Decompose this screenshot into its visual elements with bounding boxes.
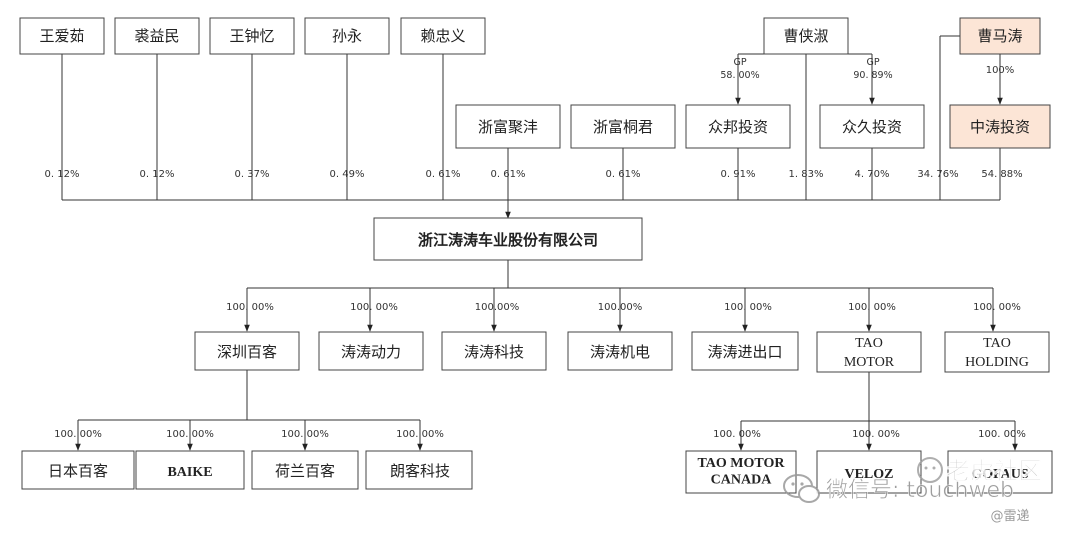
shareholder-name: 王爱茹 xyxy=(39,27,84,45)
watermark-text: 微信号: touchweb xyxy=(826,478,1014,503)
subsidiary-box xyxy=(691,331,799,371)
entity-box xyxy=(819,104,925,149)
percent-label: 100. 00% xyxy=(713,429,761,440)
percent-label: 100% xyxy=(986,65,1015,76)
shareholder-box-highlight xyxy=(959,17,1041,55)
entity-box xyxy=(570,104,676,149)
entity-name: 众邦投资 xyxy=(708,118,768,136)
label-line: TAO MOTOR xyxy=(698,456,786,471)
percent-label: 100. 00% xyxy=(396,429,444,440)
label-line: CANADA xyxy=(711,473,773,488)
shareholder-name: 孙永 xyxy=(332,27,362,45)
company-box xyxy=(373,217,643,261)
sub-subsidiary-box xyxy=(21,450,135,490)
label-line: TAO xyxy=(855,336,883,351)
sub-subsidiary-box xyxy=(685,450,797,494)
sub-subsidiary-name-multiline: TAO MOTOR CANADA xyxy=(698,456,786,488)
entity-name: 浙富聚沣 xyxy=(478,118,538,136)
entity-name: 中涛投资 xyxy=(970,118,1030,136)
percent-label: 100. 00% xyxy=(978,429,1026,440)
subsidiary-name-multiline: TAO MOTOR xyxy=(844,336,895,370)
watermark-corner: @雷递 xyxy=(990,509,1029,524)
subsidiary-box xyxy=(944,331,1050,373)
percent-label: 0. 49% xyxy=(330,169,365,180)
percent-label: 100. 00% xyxy=(848,302,896,313)
percent-label: 100. 00% xyxy=(350,302,398,313)
sub-subsidiary-name: 荷兰百客 xyxy=(275,462,335,480)
percent-label: 34. 76% xyxy=(917,169,958,180)
percent-label: 100. 00% xyxy=(724,302,772,313)
percent-label: 0. 91% xyxy=(721,169,756,180)
shareholder-box xyxy=(304,17,390,55)
percent-label: 4. 70% xyxy=(855,169,890,180)
subsidiary-box xyxy=(441,331,547,371)
percent-label: 100. 00% xyxy=(226,302,274,313)
percent-label: 100. 00% xyxy=(54,429,102,440)
watermark: 微信号: touchweb 老虎社区 @雷递 xyxy=(783,457,1042,524)
shareholder-box xyxy=(19,17,105,55)
subsidiary-name-multiline: TAO HOLDING xyxy=(965,336,1029,370)
percent-label: 1. 83% xyxy=(789,169,824,180)
subsidiary-name: 涛涛进出口 xyxy=(707,343,782,361)
sub-subsidiary-box xyxy=(365,450,473,490)
subsidiary-box xyxy=(194,331,300,371)
subsidiary-name: 涛涛动力 xyxy=(341,343,401,361)
percent-label: 0. 61% xyxy=(491,169,526,180)
percent-label: 100.00% xyxy=(475,302,520,313)
percent-label: 100. 00% xyxy=(281,429,329,440)
gp-percent-label: 58. 00% xyxy=(720,70,759,81)
entity-box xyxy=(685,104,791,149)
label-line: MOTOR xyxy=(844,355,895,370)
wechat-icon xyxy=(783,474,820,503)
percent-label: 100. 00% xyxy=(852,429,900,440)
subsidiary-box xyxy=(318,331,424,371)
shareholder-box xyxy=(114,17,200,55)
subsidiary-name: 涛涛机电 xyxy=(590,343,650,361)
shareholder-name-cao-matao: 曹马涛 xyxy=(977,27,1022,45)
label-line: HOLDING xyxy=(965,355,1029,370)
company-name: 浙江涛涛车业股份有限公司 xyxy=(418,231,598,249)
shareholder-name: 赖忠义 xyxy=(420,27,465,45)
entity-box-highlight xyxy=(949,104,1051,149)
shareholder-name: 王钟忆 xyxy=(229,27,274,45)
sub-subsidiary-name: BAIKE xyxy=(167,465,212,480)
shareholder-box xyxy=(400,17,486,55)
percent-label: 100. 00% xyxy=(973,302,1021,313)
percent-label: 100. 00% xyxy=(166,429,214,440)
percent-label: 0. 61% xyxy=(426,169,461,180)
sub-subsidiary-name: 日本百客 xyxy=(48,462,108,480)
gp-label: GP xyxy=(733,57,746,68)
sub-subsidiary-name: 朗客科技 xyxy=(390,462,450,480)
shareholder-name-cao-xiashu: 曹侠淑 xyxy=(783,27,828,45)
subsidiary-name: 涛涛科技 xyxy=(464,343,524,361)
sub-subsidiary-box xyxy=(135,450,245,490)
entity-name: 浙富桐君 xyxy=(593,118,653,136)
entity-name: 众久投资 xyxy=(842,118,902,136)
connector-lines xyxy=(61,35,1018,451)
percent-label: 0. 12% xyxy=(45,169,80,180)
percent-label: 100.00% xyxy=(598,302,643,313)
gp-percent-label: 90. 89% xyxy=(853,70,892,81)
subsidiary-box xyxy=(567,331,673,371)
sub-subsidiary-name: GOFAUS xyxy=(971,467,1029,482)
label-line: TAO xyxy=(983,336,1011,351)
shareholder-box xyxy=(209,17,295,55)
entity-box xyxy=(455,104,561,149)
subsidiary-name: 深圳百客 xyxy=(217,343,277,361)
shareholder-name: 裘益民 xyxy=(134,27,179,45)
percent-label: 0. 61% xyxy=(606,169,641,180)
percent-label: 0. 37% xyxy=(235,169,270,180)
tiger-icon xyxy=(917,457,943,483)
percent-label: 0. 12% xyxy=(140,169,175,180)
shareholder-box xyxy=(763,17,849,55)
sub-subsidiary-box xyxy=(947,450,1053,494)
watermark-badge: 老虎社区 xyxy=(946,457,1042,485)
sub-subsidiary-box xyxy=(251,450,359,490)
sub-subsidiary-name: VELOZ xyxy=(844,467,893,482)
percent-label: 54. 88% xyxy=(981,169,1022,180)
subsidiary-box xyxy=(816,331,922,373)
sub-subsidiary-box xyxy=(816,450,922,494)
gp-label: GP xyxy=(866,57,879,68)
